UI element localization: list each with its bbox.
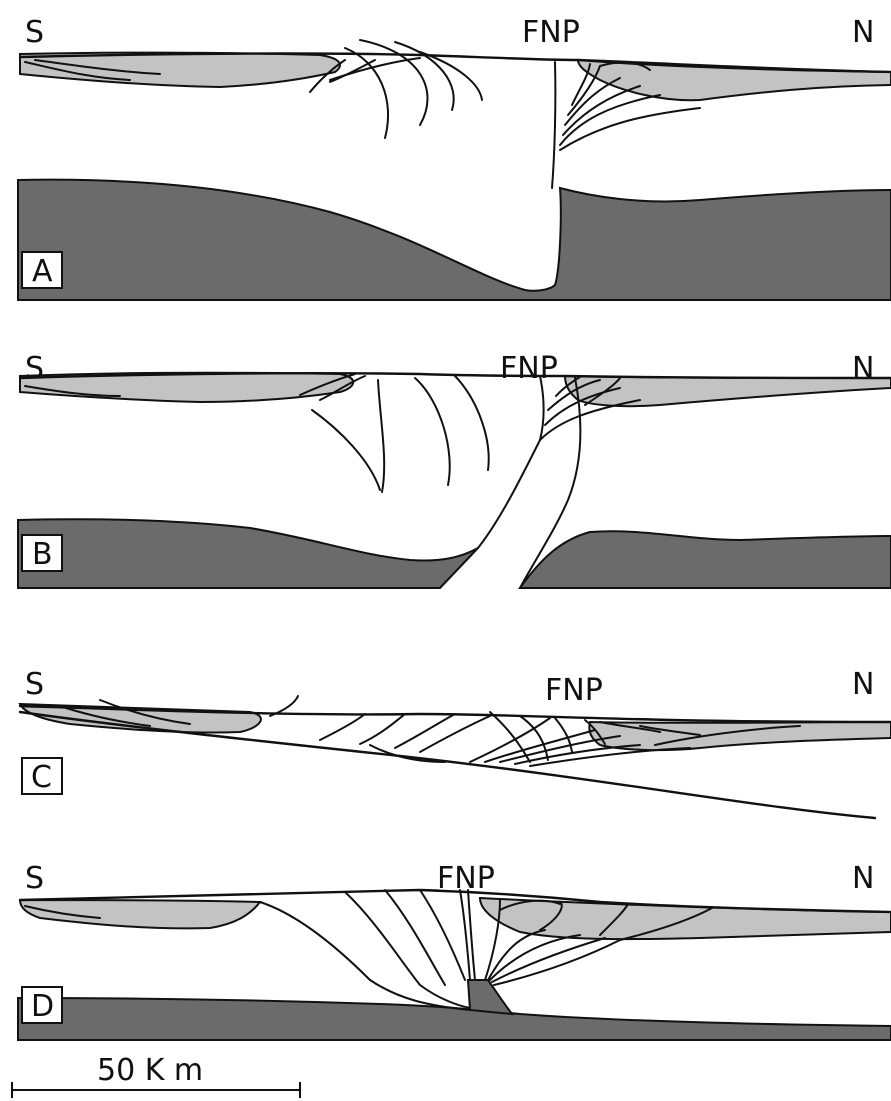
panel-b-center-label: FNP (500, 351, 558, 386)
panel-b-basement-left (18, 519, 478, 588)
panel-a-sediment-left (20, 53, 340, 87)
panel-d-label-box: D (22, 987, 62, 1024)
panel-c-label: C (31, 760, 52, 795)
scale-bar-label: 50 K m (97, 1053, 203, 1088)
panel-c-south-label: S (25, 667, 44, 702)
panel-d (18, 890, 891, 1040)
panel-d-south-label: S (25, 861, 44, 896)
panel-b-label: B (32, 537, 53, 572)
panel-d-label: D (31, 989, 54, 1024)
panel-c-label-box: C (22, 758, 62, 795)
panel-c-center-label: FNP (545, 673, 603, 708)
panel-b-south-label: S (25, 351, 44, 386)
panel-a-south-label: S (25, 15, 44, 50)
panel-b (18, 373, 891, 588)
panel-a-center-label: FNP (522, 15, 580, 50)
panel-c-north-label: N (852, 667, 874, 702)
panel-b-north-label: N (852, 351, 874, 386)
panel-b-sediment-right (565, 376, 891, 406)
panel-b-basement-right (520, 531, 891, 588)
panel-a-label-box: A (22, 252, 62, 289)
panel-d-north-label: N (852, 861, 874, 896)
panel-d-center-label: FNP (437, 861, 495, 896)
panel-d-sediment-right (480, 898, 891, 939)
panel-d-dark-wedge (468, 980, 512, 1014)
panel-a-north-label: N (852, 15, 874, 50)
panel-a (18, 40, 891, 300)
panel-a-basement (18, 180, 891, 300)
scale-bar: 50 K m (12, 1053, 300, 1098)
panel-a-label: A (32, 254, 53, 289)
panel-c (20, 696, 891, 818)
panel-d-sediment-left (20, 900, 260, 928)
panel-b-label-box: B (22, 535, 62, 572)
